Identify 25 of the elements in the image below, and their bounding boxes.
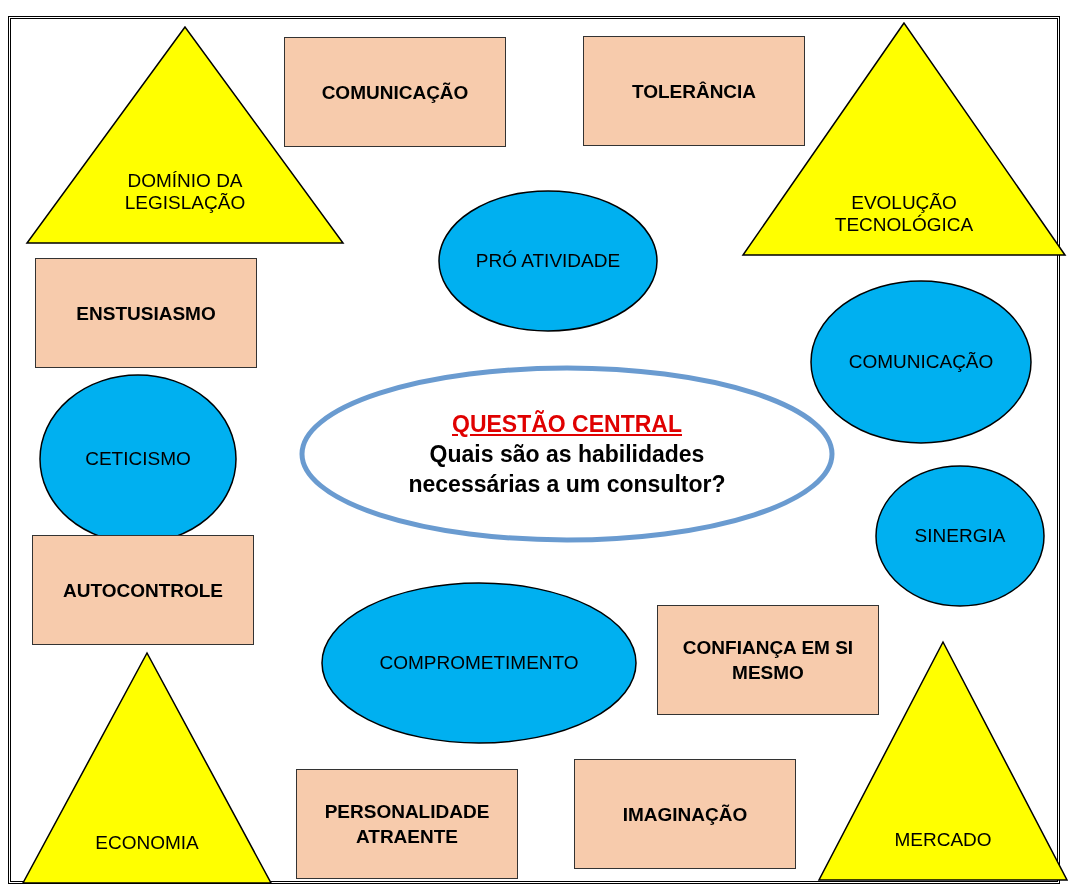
skill-label: MERCADO — [894, 829, 992, 851]
skill-label: IMAGINAÇÃO — [622, 802, 748, 827]
skill-box — [32, 535, 254, 645]
skill-box — [657, 605, 879, 715]
skill-label: TOLERÂNCIA — [631, 79, 757, 104]
skill-label: PERSONALIDADE ATRAENTE — [323, 800, 491, 849]
skill-box — [296, 769, 518, 879]
skill-label: EVOLUÇÃO TECNOLÓGICA — [833, 192, 975, 236]
skill-label: SINERGIA — [914, 525, 1006, 547]
skill-box — [583, 36, 805, 146]
skill-label: COMUNICAÇÃO — [848, 351, 994, 373]
skill-label: COMPROMETIMENTO — [379, 652, 579, 674]
question-heading: QUESTÃO CENTRAL — [452, 409, 682, 439]
skill-box — [284, 37, 506, 147]
skill-label: COMUNICAÇÃO — [321, 80, 469, 105]
skill-label: DOMÍNIO DA LEGISLAÇÃO — [123, 170, 247, 214]
skill-box — [574, 759, 796, 869]
skill-label: CONFIANÇA EM SI MESMO — [681, 636, 855, 685]
skill-label: CETICISMO — [85, 448, 191, 470]
skill-box — [35, 258, 257, 368]
skill-label: ECONOMIA — [95, 832, 199, 854]
skill-label: ENSTUSIASMO — [76, 301, 216, 326]
skill-label: AUTOCONTROLE — [62, 578, 224, 603]
question-text: Quais são as habilidades necessárias a um consultor? — [407, 440, 727, 499]
skill-label: PRÓ ATIVIDADE — [475, 250, 621, 272]
